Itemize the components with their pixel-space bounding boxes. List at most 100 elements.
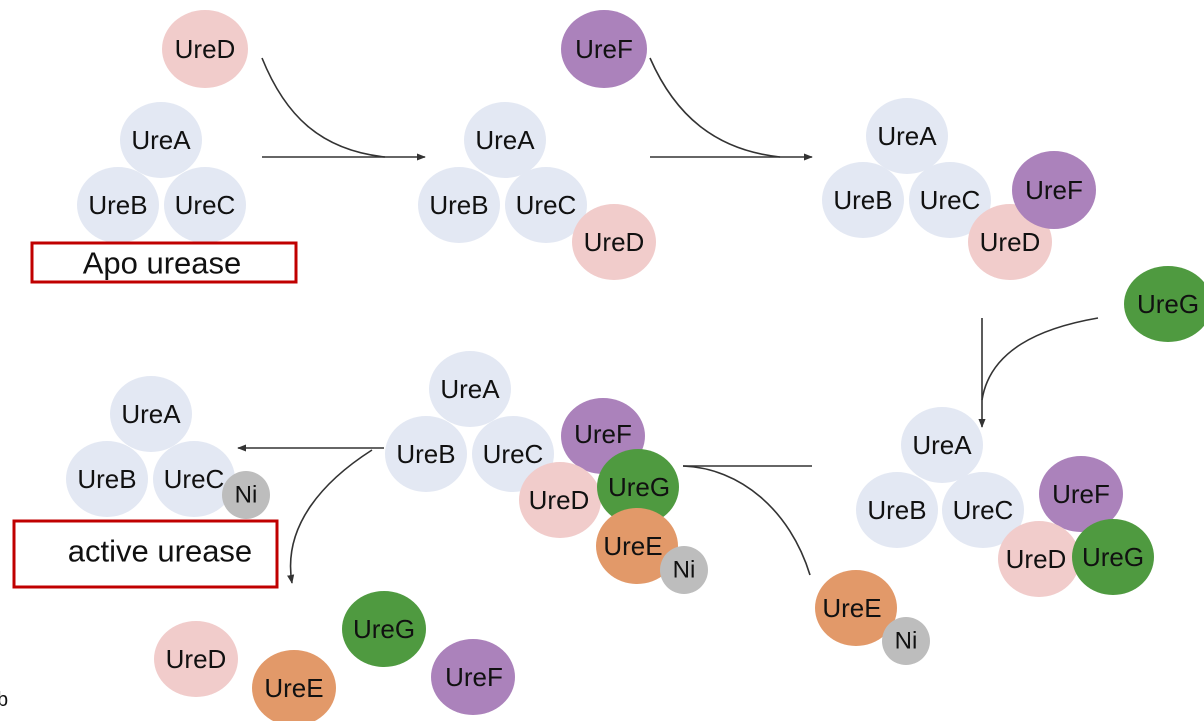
ure-e-released: UreE: [252, 650, 336, 721]
stage-active-urease: UreA UreB UreC Ni active urease: [12, 376, 279, 589]
ure-g-circle: [342, 591, 426, 667]
arrow-g-to-e-complex: [682, 465, 812, 576]
ure-a-label: UreA: [877, 121, 937, 151]
arrow-merge-2: [649, 57, 781, 158]
ni-5: Ni: [660, 546, 708, 594]
ure-d-circle: [998, 521, 1080, 597]
apo-urease-box: Apo urease: [30, 241, 298, 284]
arrow-d-to-f-complex: [649, 57, 813, 161]
ure-e-ni-free: UreE Ni: [815, 570, 930, 665]
ure-b-label: UreB: [88, 190, 147, 220]
ure-g-label: UreG: [353, 614, 415, 644]
ure-d-circle: [519, 462, 601, 538]
ure-f-circle: [1012, 151, 1096, 229]
ure-d-circle: [968, 204, 1052, 280]
arrow-f-to-g-complex: [978, 317, 1099, 428]
ure-b-6: UreB: [66, 441, 148, 517]
ure-c-label: UreC: [516, 190, 577, 220]
ure-b-2: UreB: [418, 167, 500, 243]
ure-a-label: UreA: [121, 399, 181, 429]
ure-g-circle: [1072, 519, 1154, 595]
ure-g-circle: [597, 449, 679, 525]
ure-g-label: UreG: [608, 472, 670, 502]
ure-b-circle: [822, 162, 904, 238]
arrow-apo-to-d-complex: [261, 57, 426, 161]
ni-circle: [222, 471, 270, 519]
ure-f-4: UreF: [1039, 456, 1123, 532]
ure-c-2: UreC: [505, 167, 587, 243]
ure-f-3: UreF: [1012, 151, 1096, 229]
arrow-merge-1: [261, 57, 386, 158]
ure-d-label: UreD: [166, 644, 227, 674]
ure-a-4: UreA: [901, 407, 983, 483]
apo-urease-box-border: [30, 241, 298, 284]
ure-f-circle: [561, 10, 647, 88]
ure-b-label: UreB: [77, 464, 136, 494]
ure-d-3: UreD: [968, 204, 1052, 280]
ure-b-3: UreB: [822, 162, 904, 238]
active-urease-label: active urease: [68, 534, 252, 569]
ure-a-label: UreA: [912, 430, 972, 460]
ure-f-label: UreF: [574, 419, 632, 449]
ni-label: Ni: [235, 482, 258, 509]
ure-c-label: UreC: [164, 464, 225, 494]
ure-g-4: UreG: [1072, 519, 1154, 595]
active-urease-box-border: [12, 519, 279, 589]
ure-d-4: UreD: [998, 521, 1080, 597]
ure-d-circle: [154, 621, 238, 697]
ure-g-free-1: UreG: [1124, 266, 1204, 342]
ure-b-circle: [66, 441, 148, 517]
stage-apo-urease: UreD UreA UreB UreC Apo urease: [30, 10, 298, 284]
ure-a-2: UreA: [464, 102, 546, 178]
ure-f-circle: [431, 639, 515, 715]
ure-e-label: UreE: [822, 593, 881, 623]
ure-b-circle: [385, 416, 467, 492]
ure-e-circle: [815, 570, 897, 646]
ure-a-circle: [110, 376, 192, 452]
ure-a-circle: [901, 407, 983, 483]
ure-a-circle: [429, 351, 511, 427]
ure-d-5: UreD: [519, 462, 601, 538]
ure-g-5: UreG: [597, 449, 679, 525]
corner-mark: b: [0, 689, 8, 711]
ure-d-label: UreD: [175, 34, 236, 64]
ni-label: Ni: [673, 557, 696, 584]
ure-a-3: UreA: [866, 98, 948, 174]
ure-e-circle: [252, 650, 336, 721]
ure-a-circle: [464, 102, 546, 178]
ure-c-circle: [164, 167, 246, 243]
ure-g-circle: [1124, 266, 1204, 342]
ure-b-label: UreB: [833, 185, 892, 215]
ure-f-label: UreF: [445, 662, 503, 692]
ure-f-label: UreF: [575, 34, 633, 64]
arrow-to-active-urease: [237, 444, 384, 584]
ure-g-label: UreG: [1082, 542, 1144, 572]
ni-free: Ni: [882, 617, 930, 665]
ure-d-label: UreD: [529, 485, 590, 515]
ure-a-6: UreA: [110, 376, 192, 452]
ure-c-4: UreC: [942, 472, 1024, 548]
ure-c-5: UreC: [472, 416, 554, 492]
ure-a-circle: [120, 102, 202, 178]
arrow-merge-3: [981, 317, 1099, 401]
ure-e-free: UreE: [815, 570, 897, 646]
apo-urease-label: Apo urease: [83, 246, 242, 281]
ure-f-label: UreF: [1052, 479, 1110, 509]
ure-e-circle: [596, 508, 678, 584]
ure-c-circle: [153, 441, 235, 517]
ure-d-label: UreD: [980, 227, 1041, 257]
ure-e-label: UreE: [603, 531, 662, 561]
ure-d-label: UreD: [1006, 544, 1067, 574]
ure-g-label: UreG: [1137, 289, 1199, 319]
ure-d-released: UreD: [154, 621, 238, 697]
ure-b-label: UreB: [867, 495, 926, 525]
ure-b-5: UreB: [385, 416, 467, 492]
ure-b-1: UreB: [77, 167, 159, 243]
ure-f-released: UreF: [431, 639, 515, 715]
stage-abc-d-f-g: UreA UreB UreC UreF UreD UreG: [856, 407, 1154, 597]
arrow-release: [287, 449, 373, 584]
stage-pre-activation: UreA UreB UreC UreF UreD UreG UreE Ni: [385, 351, 708, 594]
ure-b-label: UreB: [429, 190, 488, 220]
ure-e-5: UreE: [596, 508, 678, 584]
